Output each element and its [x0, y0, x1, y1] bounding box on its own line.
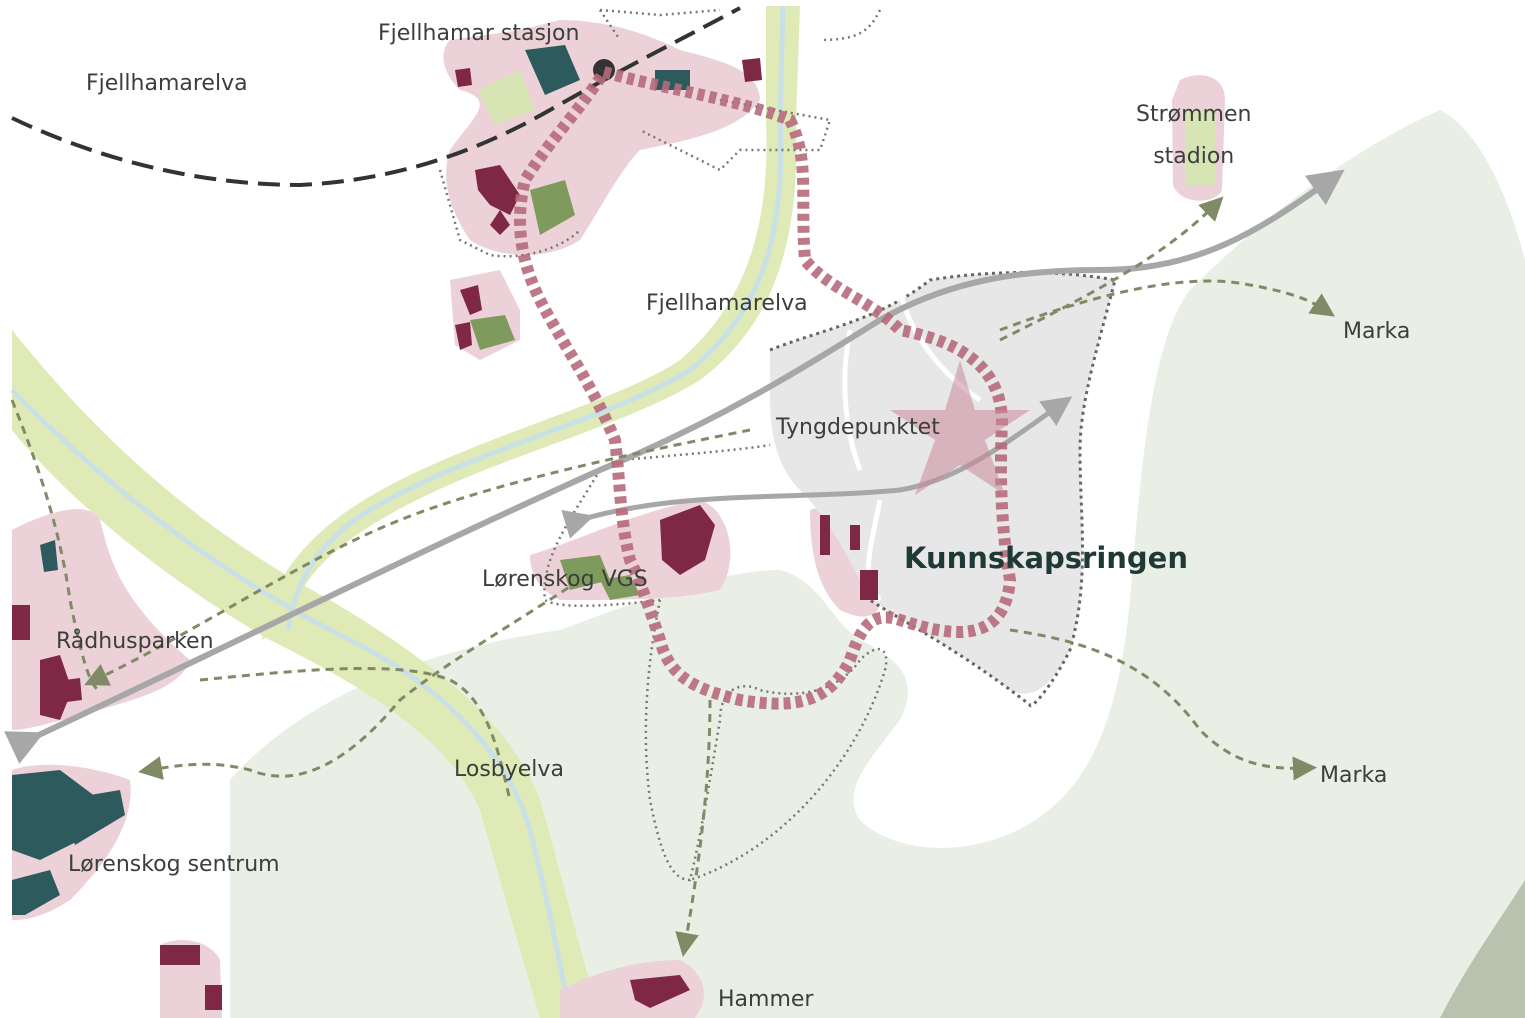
forest-area-dark [1440, 880, 1525, 1018]
settlement-hammer [560, 960, 704, 1018]
railway-line [11, 6, 741, 188]
path-strommen [999, 196, 1224, 342]
dotted-outline-north [598, 8, 882, 172]
path-radhusparken [84, 428, 751, 686]
label-fjellhamarelva-top: Fjellhamarelva [86, 71, 248, 96]
path-hammer [675, 699, 712, 957]
park-areas [470, 180, 640, 600]
buildings-teal [12, 45, 690, 915]
label-marka-lower: Marka [1320, 763, 1388, 788]
label-strommen-stadion: Strømmen stadion [1136, 102, 1252, 169]
path-left-1 [10, 399, 101, 692]
kunnskapsringen-route [514, 66, 1017, 710]
label-fjellhamar-stasjon: Fjellhamar stasjon [378, 21, 580, 46]
path-radhus-losby [199, 666, 512, 801]
path-sentrum [138, 578, 581, 780]
label-lorenskog-sentrum: Lørenskog sentrum [68, 852, 280, 877]
label-tyngdepunktet: Tyngdepunktet [776, 415, 940, 440]
path-marka-lower [1009, 628, 1317, 781]
label-lorenskog-vgs: Lørenskog VGS [482, 567, 648, 592]
label-kunnskapsringen: Kunnskapsringen [904, 541, 1188, 575]
path-marka-upper [999, 279, 1335, 332]
label-marka-upper: Marka [1343, 319, 1411, 344]
park-light [478, 70, 1215, 185]
label-fjellhamarelva-mid: Fjellhamarelva [646, 291, 808, 316]
label-hammer: Hammer [718, 987, 814, 1012]
label-radhusparken: Rådhusparken [56, 629, 214, 654]
settlement-fjellhamar [443, 20, 760, 255]
road-main [4, 169, 1345, 764]
tyngdepunktet-star [890, 360, 1030, 495]
buildings [12, 58, 878, 1010]
label-losbyelva: Losbyelva [454, 757, 564, 782]
